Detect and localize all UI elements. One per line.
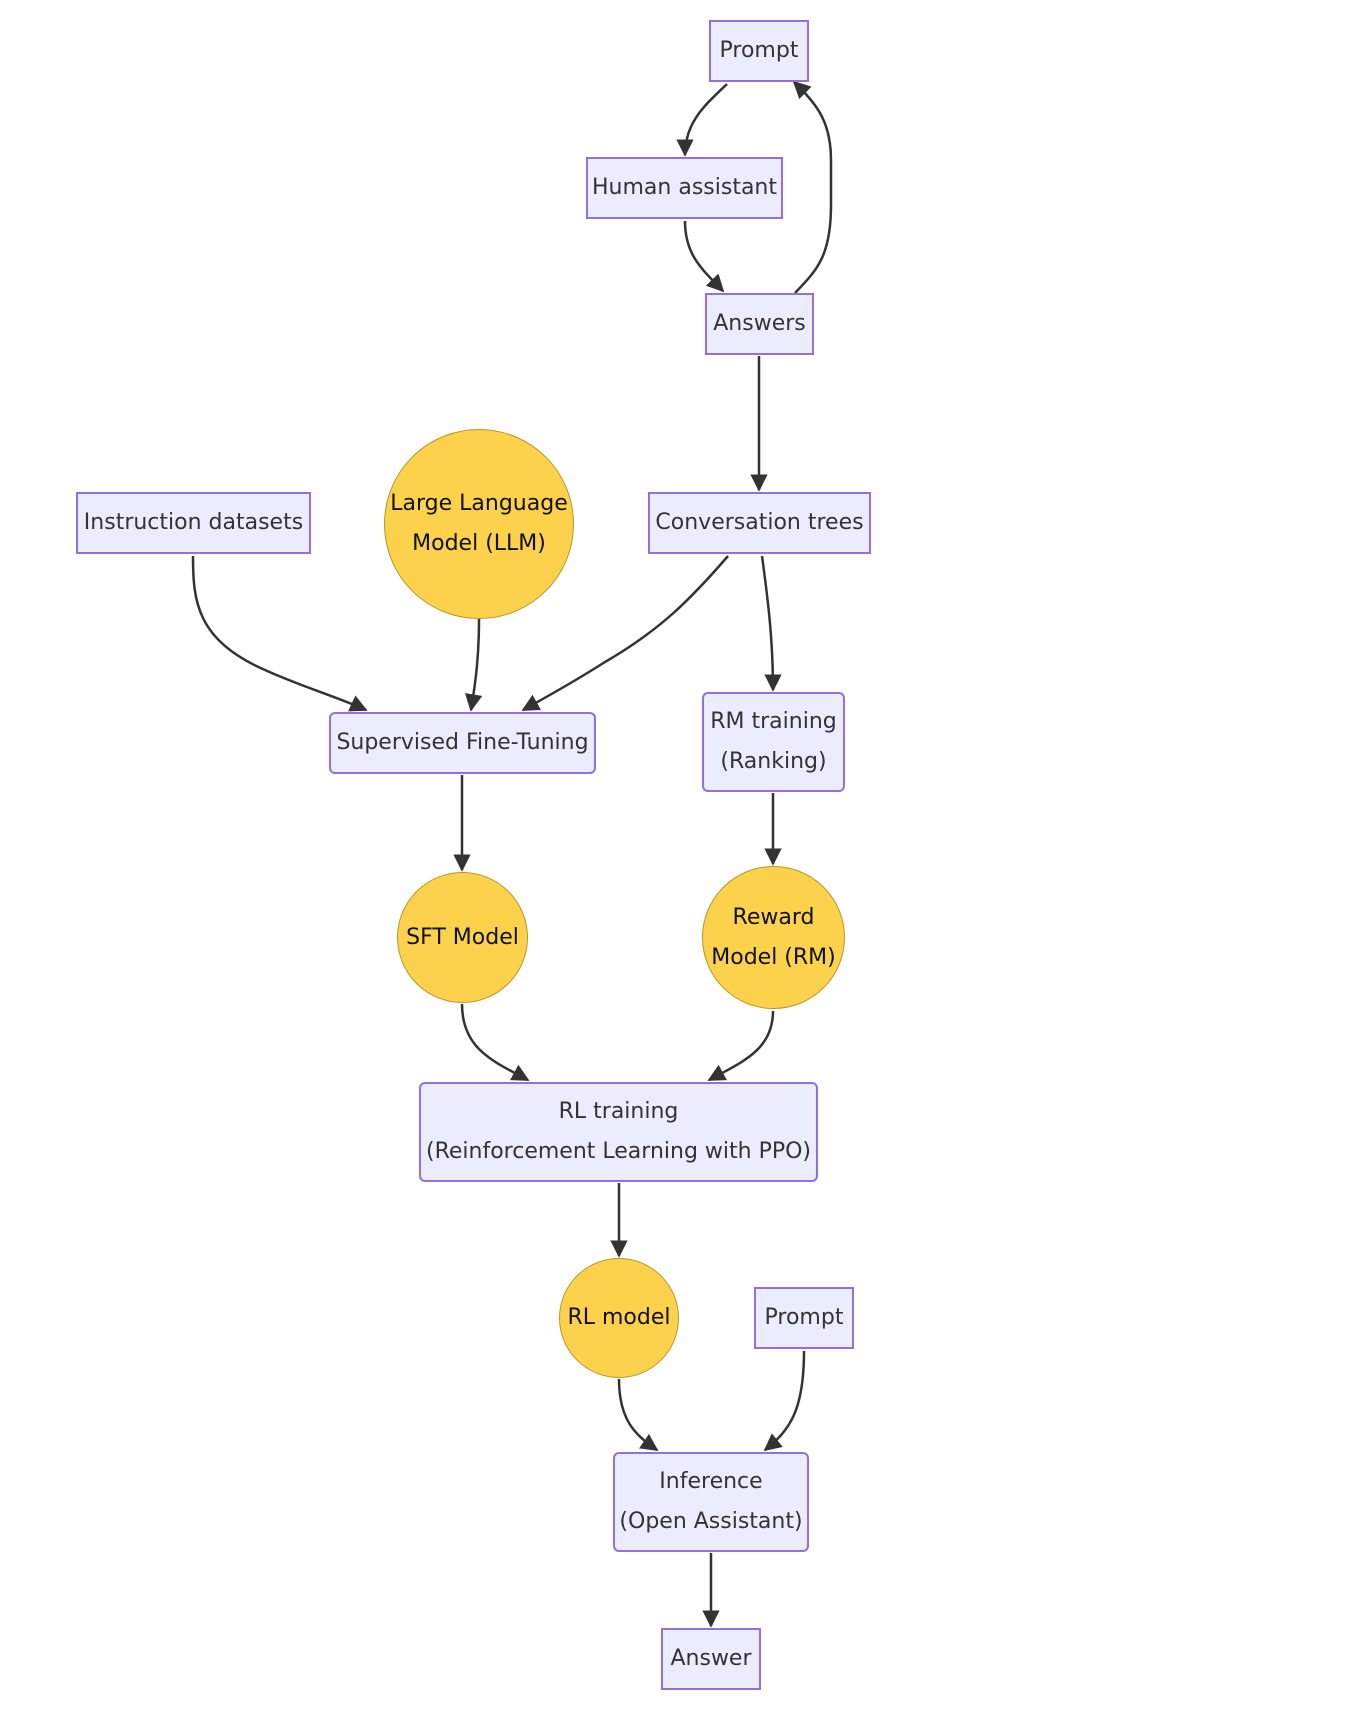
node-label-line: SFT Model — [406, 924, 519, 950]
edge-answers-to-prompt-top — [792, 80, 833, 294]
node-label: Supervised Fine-Tuning — [336, 723, 588, 763]
edge-reward-model-to-rl-training — [707, 1010, 775, 1082]
edge-conversation-trees-to-sft — [521, 555, 729, 712]
node-supervised-fine-tuning: Supervised Fine-Tuning — [329, 712, 596, 774]
node-label: Human assistant — [592, 168, 777, 208]
node-label: Inference (Open Assistant) — [619, 1462, 802, 1542]
node-label-line: Model (RM) — [711, 944, 836, 970]
node-label-line: Answers — [713, 311, 806, 336]
node-label: Instruction datasets — [84, 503, 303, 543]
node-label: Conversation trees — [655, 503, 863, 543]
node-instruction-datasets: Instruction datasets — [76, 492, 311, 554]
node-label: SFT Model — [406, 918, 519, 958]
node-label-line: RL model — [567, 1305, 671, 1330]
node-label: RM training (Ranking) — [710, 702, 837, 782]
node-label: RL training (Reinforcement Learning with … — [426, 1092, 811, 1172]
node-label-line: Inference — [659, 1469, 763, 1494]
node-human-assistant: Human assistant — [586, 157, 783, 219]
edge-prompt-bottom-to-inference — [763, 1350, 806, 1452]
node-prompt-top: Prompt — [709, 20, 809, 82]
node-label-line: Prompt — [764, 1305, 844, 1330]
node-label-line: RM training — [710, 709, 837, 734]
edge-rl-model-to-inference — [617, 1378, 659, 1452]
edge-llm-to-sft — [464, 618, 483, 712]
node-label-line: Instruction datasets — [83, 510, 304, 535]
edge-prompt-top-to-human-assistant — [676, 83, 728, 157]
node-label-line: Answer — [670, 1646, 752, 1671]
node-label: Answers — [713, 304, 806, 344]
node-label-line: Supervised Fine-Tuning — [336, 730, 589, 755]
node-label-line: (Open Assistant) — [619, 1509, 803, 1534]
node-answer: Answer — [661, 1628, 761, 1690]
node-sft-model: SFT Model — [397, 872, 528, 1003]
node-rl-model: RL model — [559, 1258, 679, 1378]
node-label: RL model — [567, 1298, 670, 1338]
node-rl-training: RL training (Reinforcement Learning with … — [419, 1082, 818, 1182]
node-label-line: Conversation trees — [655, 510, 864, 535]
edge-instruction-datasets-to-sft — [191, 555, 368, 712]
node-label-line: Reward — [732, 904, 815, 930]
node-rm-training: RM training (Ranking) — [702, 692, 845, 792]
node-prompt-bottom: Prompt — [754, 1287, 854, 1349]
node-label-line: (Ranking) — [720, 749, 827, 774]
node-label-line: RL training — [558, 1099, 679, 1124]
node-conversation-trees: Conversation trees — [648, 492, 871, 554]
edge-sft-model-to-rl-training — [460, 1003, 530, 1082]
node-answers: Answers — [705, 293, 814, 355]
node-label: Prompt — [765, 1298, 844, 1338]
node-label-line: (Reinforcement Learning with PPO) — [426, 1139, 811, 1164]
edge-conversation-trees-to-rm-training — [760, 555, 782, 692]
edge-human-assistant-to-answers — [683, 220, 725, 293]
node-label-line: Large Language — [390, 491, 568, 516]
node-label: Answer — [670, 1639, 751, 1679]
node-label-line: Prompt — [719, 38, 799, 63]
node-inference: Inference (Open Assistant) — [613, 1452, 809, 1552]
node-label: Prompt — [720, 31, 799, 71]
node-label-line: Human assistant — [592, 175, 777, 200]
node-label-line: Model (LLM) — [412, 531, 546, 556]
